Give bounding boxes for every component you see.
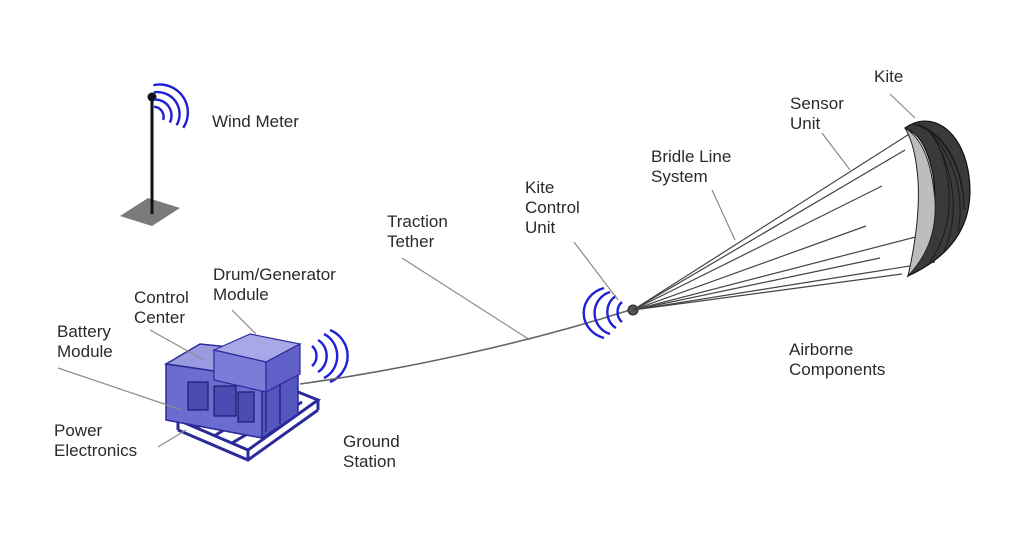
signal-waves-icon bbox=[311, 328, 349, 384]
kite-canopy bbox=[903, 120, 971, 278]
ground-station bbox=[163, 328, 349, 462]
wind-meter bbox=[120, 83, 190, 226]
wind-meter-label: Wind Meter bbox=[212, 112, 299, 131]
wind-meter-base bbox=[120, 198, 180, 226]
kite-canopy-inner bbox=[904, 127, 936, 278]
ground-station-label: Ground Station bbox=[343, 432, 400, 471]
airborne-components-label: Airborne Components bbox=[789, 340, 886, 379]
control-center-label: Control Center bbox=[134, 288, 189, 327]
battery-module-label: Battery Module bbox=[57, 322, 113, 361]
kite-label: Kite bbox=[874, 67, 904, 86]
drum-module-side bbox=[265, 343, 301, 393]
drum-generator-module-label: Drum/Generator Module bbox=[213, 265, 336, 304]
kite-control-unit bbox=[582, 286, 639, 340]
bridle-lines bbox=[632, 123, 959, 311]
signal-waves-icon bbox=[582, 286, 623, 340]
power-electronics-label: Power Electronics bbox=[54, 421, 138, 460]
signal-waves-icon bbox=[153, 83, 190, 129]
kite-ribs bbox=[911, 123, 965, 263]
traction-tether-label: Traction Tether bbox=[387, 212, 448, 251]
kite-control-unit-label: Kite Control Unit bbox=[525, 178, 580, 237]
sensor-unit-label: Sensor Unit bbox=[790, 94, 844, 133]
bridle-line-system-label: Bridle Line System bbox=[651, 147, 732, 186]
station-internals bbox=[187, 381, 281, 432]
leader-lines bbox=[57, 93, 916, 448]
wind-meter-label-box: Wind Meter bbox=[212, 112, 299, 131]
traction-tether bbox=[299, 309, 631, 385]
